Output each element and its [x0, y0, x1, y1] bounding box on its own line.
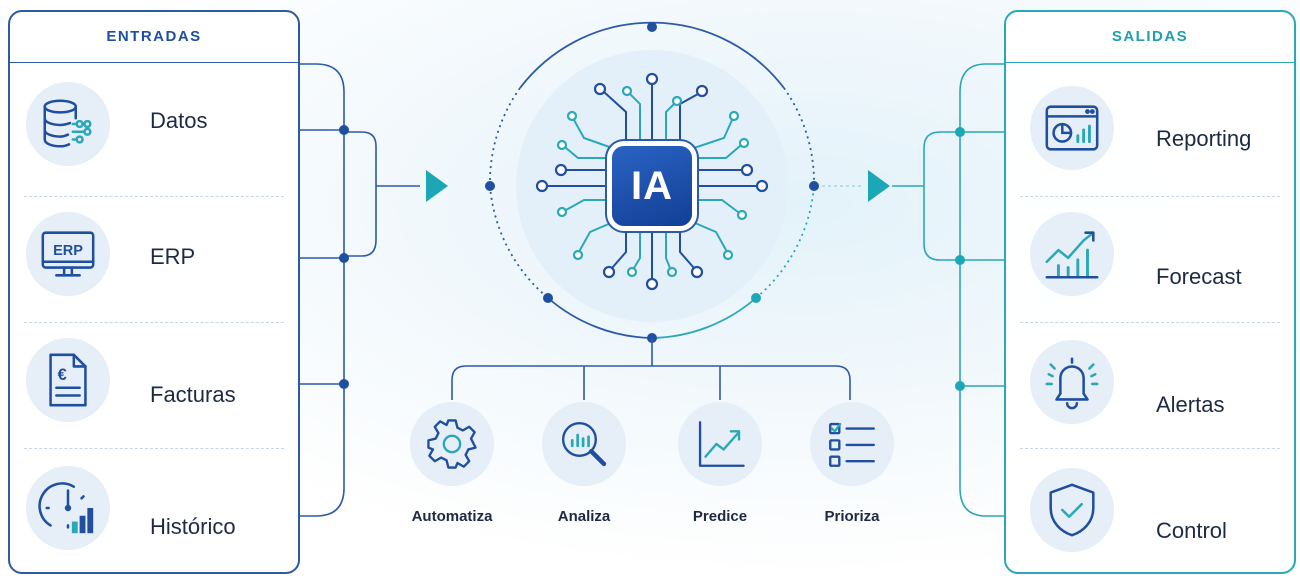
erp-badge: ERP — [53, 243, 83, 259]
input-label-datos: Datos — [150, 108, 208, 133]
action-prioriza: Prioriza — [792, 402, 912, 525]
input-item-facturas: € Facturas — [10, 326, 298, 452]
magnifier-chart-icon — [542, 402, 626, 486]
invoice-euro-icon: € — [26, 338, 110, 422]
input-arrow-icon — [426, 170, 448, 202]
output-label-alertas: Alertas — [1156, 392, 1225, 417]
output-connectors — [892, 63, 1004, 517]
input-label-erp: ERP — [150, 244, 196, 269]
output-label-control: Control — [1156, 518, 1227, 543]
input-connectors — [296, 63, 420, 517]
action-label-prioriza: Prioriza — [824, 508, 880, 525]
ai-chip-nodes — [535, 72, 769, 291]
output-item-control: Control — [1006, 452, 1294, 572]
output-label-forecast: Forecast — [1156, 264, 1242, 289]
outputs-title: SALIDAS — [1006, 12, 1294, 63]
growth-chart-icon — [1030, 212, 1114, 296]
gear-icon — [410, 402, 494, 486]
action-label-automatiza: Automatiza — [411, 508, 493, 525]
ai-chip-circuits — [547, 83, 757, 281]
input-item-historico: Histórico — [10, 452, 298, 572]
output-label-reporting: Reporting — [1156, 126, 1252, 151]
input-item-datos: Datos — [10, 64, 298, 190]
action-automatiza: Automatiza — [392, 402, 512, 525]
ring-dots — [485, 22, 819, 343]
action-label-predice: Predice — [692, 508, 748, 525]
euro-badge: € — [58, 366, 67, 384]
outputs-panel: SALIDAS Reporting — [1004, 10, 1296, 574]
action-analiza: Analiza — [524, 402, 644, 525]
bell-icon — [1030, 340, 1114, 424]
history-clock-chart-icon — [26, 466, 110, 550]
output-connector-dots — [955, 127, 965, 391]
action-label-analiza: Analiza — [557, 508, 611, 525]
ai-chip-icon: IA — [612, 146, 692, 226]
shield-check-icon — [1030, 468, 1114, 552]
action-connectors — [451, 338, 851, 400]
erp-monitor-icon: ERP — [26, 212, 110, 296]
core-label: IA — [631, 163, 673, 208]
input-label-historico: Histórico — [150, 514, 236, 539]
input-item-erp: ERP ERP — [10, 200, 298, 326]
action-predice: Predice — [660, 402, 780, 525]
inputs-title: ENTRADAS — [10, 12, 298, 63]
inputs-panel: ENTRADAS Datos — [8, 10, 300, 574]
output-item-alertas: Alertas — [1006, 326, 1294, 452]
checklist-icon — [810, 402, 894, 486]
output-item-reporting: Reporting — [1006, 64, 1294, 190]
input-label-facturas: Facturas — [150, 382, 236, 407]
output-item-forecast: Forecast — [1006, 200, 1294, 326]
input-connector-dots — [339, 125, 349, 389]
trend-line-icon — [678, 402, 762, 486]
output-arrow-icon — [868, 170, 890, 202]
database-icon — [26, 82, 110, 166]
dashboard-window-icon — [1030, 86, 1114, 170]
